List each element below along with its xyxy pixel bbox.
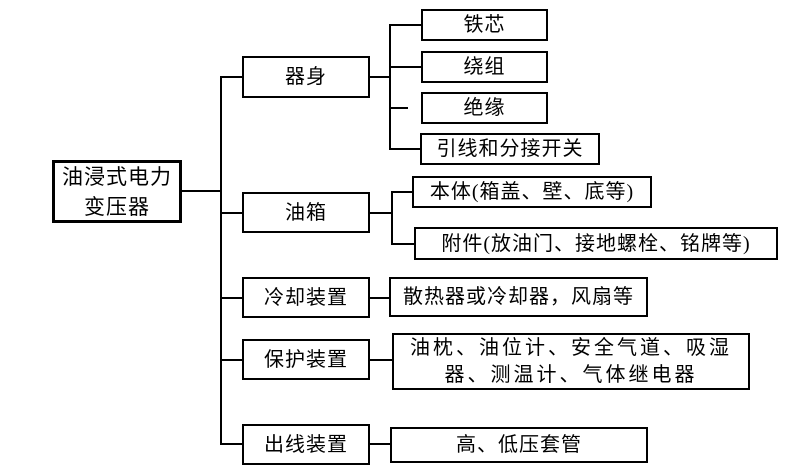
node-radiator-cooler-fan: 散热器或冷却器，风扇等: [389, 277, 648, 317]
connector-trunk-to-protection: [220, 359, 242, 361]
connector-cooling-out: [370, 297, 389, 299]
node-branch-cooling: 冷却装置: [242, 277, 370, 318]
oil-tank-children-vertical-line: [391, 191, 393, 245]
connector-outlet-out: [370, 443, 390, 445]
connector-root-to-trunk: [182, 190, 221, 192]
node-tank-accessories: 附件(放油门、接地螺栓、铭牌等): [414, 227, 778, 260]
connector-to-insulation: [389, 107, 408, 109]
node-winding: 绕组: [421, 51, 548, 83]
node-iron-core: 铁芯: [421, 9, 548, 41]
node-root-transformer: 油浸式电力 变压器: [52, 160, 182, 223]
connector-trunk-to-body: [220, 76, 242, 78]
node-protection-devices: 油枕、油位计、安全气道、吸湿 器、测温计、气体继电器: [392, 333, 750, 390]
connector-to-winding: [389, 66, 421, 68]
connector-to-leads-tap: [389, 148, 420, 150]
connector-oil-tank-out: [370, 212, 392, 214]
node-tank-main-body: 本体(箱盖、壁、底等): [412, 176, 652, 208]
node-hv-lv-bushings: 高、低压套管: [390, 427, 648, 463]
node-branch-oil-tank: 油箱: [242, 192, 370, 233]
node-insulation: 绝缘: [421, 92, 548, 124]
connector-trunk-to-oil-tank: [220, 212, 242, 214]
connector-to-tank-accessories: [391, 243, 414, 245]
node-branch-outlet: 出线装置: [242, 424, 370, 465]
trunk-vertical-line: [220, 76, 222, 445]
connector-body-out: [370, 76, 390, 78]
connector-trunk-to-outlet: [220, 443, 242, 445]
connector-to-tank-main-body: [391, 191, 412, 193]
connector-to-iron-core: [389, 24, 421, 26]
connector-protection-out: [370, 359, 392, 361]
node-leads-tap-switch: 引线和分接开关: [420, 133, 600, 165]
node-branch-body: 器身: [242, 56, 370, 98]
node-branch-protection: 保护装置: [242, 339, 370, 380]
connector-trunk-to-cooling: [220, 297, 242, 299]
body-children-vertical-line: [389, 24, 391, 150]
